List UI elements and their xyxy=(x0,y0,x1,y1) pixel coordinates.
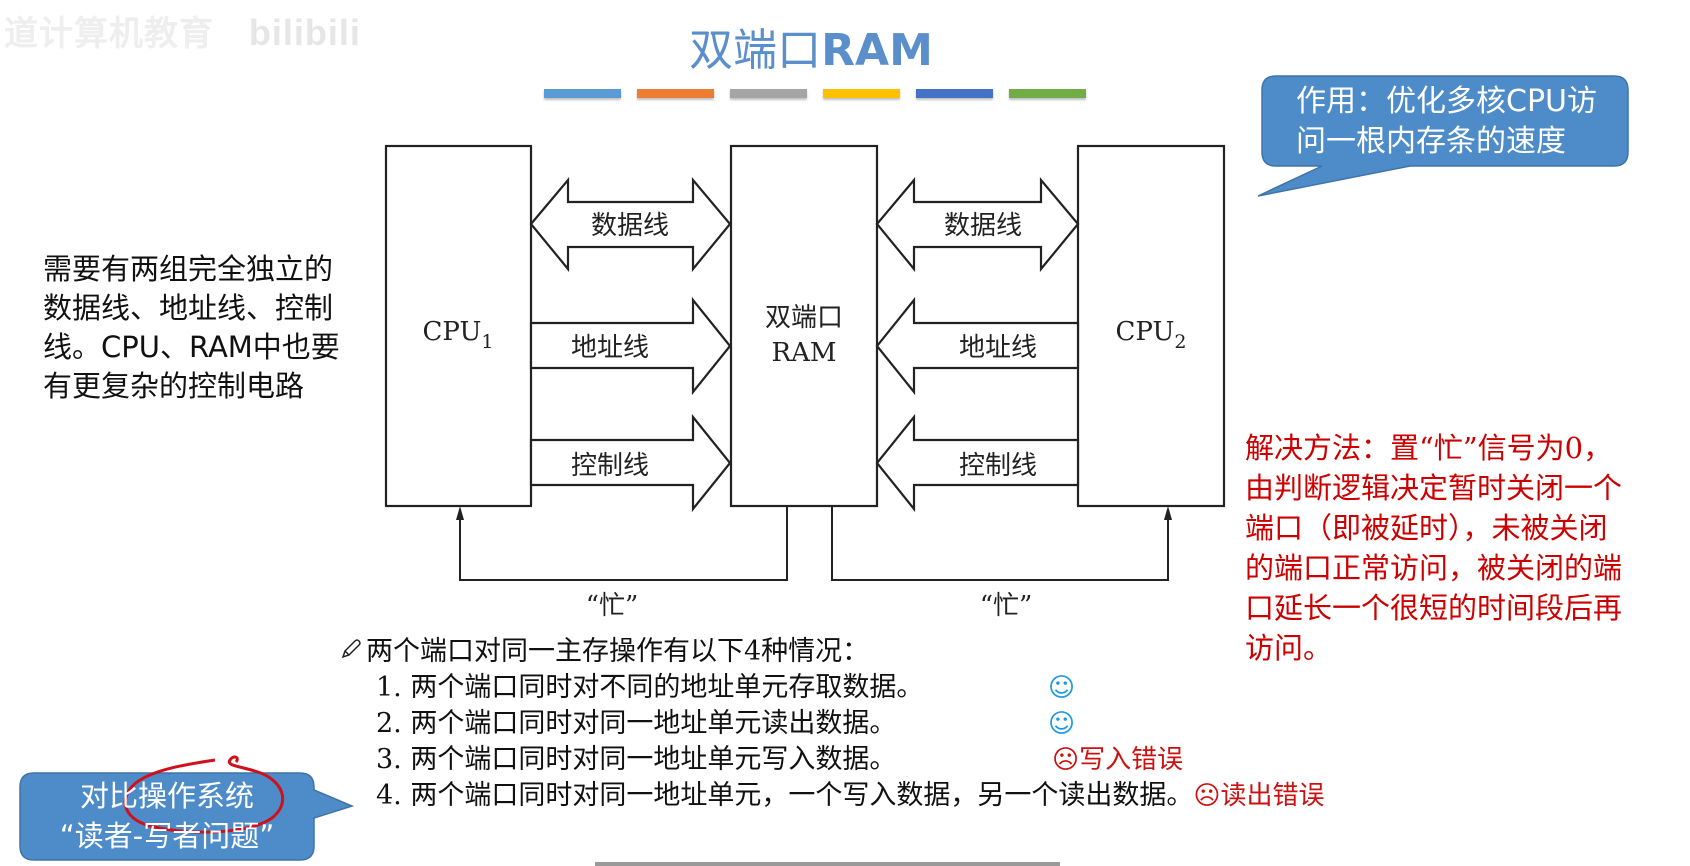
accent-bar xyxy=(730,89,807,98)
right-address-bus-arrow xyxy=(875,296,1080,396)
busy-line-left xyxy=(459,506,788,581)
busy-label-right: “忙” xyxy=(980,591,1033,621)
case-item: 1. 两个端口同时对不同的地址单元存取数据。 ☺ xyxy=(340,670,1324,706)
case-item: 2. 两个端口同时对同一地址单元读出数据。 ☺ xyxy=(340,706,1324,742)
solution-line: 由判断逻辑决定暂时关闭一个 xyxy=(1245,471,1623,505)
watermark: 道计算机教育 bilibili xyxy=(4,6,361,55)
case-item: 4. 两个端口同时对同一地址单元，一个写入数据，另一个读出数据。☹读出错误 xyxy=(340,778,1324,814)
frown-icon: ☹ xyxy=(1052,745,1080,775)
left-address-bus-label: 地址线 xyxy=(571,333,649,363)
top-callout-shape xyxy=(1257,75,1629,197)
ram-box xyxy=(729,144,879,508)
right-address-bus-label: 地址线 xyxy=(959,333,1037,363)
busy-line-right xyxy=(831,506,1169,581)
cpu1-box xyxy=(384,144,533,508)
cpu2-label: CPU2 xyxy=(1116,317,1187,353)
cases-heading-row: 两个端口对同一主存操作有以下4种情况： xyxy=(340,634,1324,670)
accent-bar xyxy=(916,89,993,98)
bottom-callout-line2: “读者-写者问题” xyxy=(59,819,275,853)
solution-line: 的端口正常访问，被关闭的端 xyxy=(1245,551,1623,585)
top-callout-line2: 问一根内存条的速度 xyxy=(1296,124,1566,159)
accent-bar xyxy=(1009,89,1086,98)
case-text: 3. 两个端口同时对同一地址单元写入数据。 xyxy=(376,744,897,775)
cpu1-label: CPU1 xyxy=(423,317,494,353)
left-control-bus-label: 控制线 xyxy=(571,451,649,481)
top-callout: 作用：优化多核CPU访 问一根内存条的速度 xyxy=(1296,82,1597,162)
right-control-bus-arrow xyxy=(875,413,1080,513)
watermark-text: 道计算机教育 xyxy=(4,14,214,54)
frown-icon: ☹ xyxy=(1193,781,1221,811)
solution-line: 端口（即被延时），未被关闭 xyxy=(1245,511,1608,545)
right-data-bus-label: 数据线 xyxy=(944,211,1022,241)
case-item: 3. 两个端口同时对同一地址单元写入数据。 ☹写入错误 xyxy=(340,742,1324,778)
right-control-bus-label: 控制线 xyxy=(959,451,1037,481)
case-text: 1. 两个端口同时对不同的地址单元存取数据。 xyxy=(376,672,924,703)
case-text: 2. 两个端口同时对同一地址单元读出数据。 xyxy=(376,708,897,739)
ram-label-line2: RAM xyxy=(772,338,837,368)
cases-heading: 两个端口对同一主存操作有以下4种情况： xyxy=(366,636,870,667)
bottom-callout: 对比操作系统 “读者-写者问题” xyxy=(20,776,314,856)
left-data-bus-label: 数据线 xyxy=(591,211,669,241)
pencil-icon xyxy=(340,634,366,670)
left-control-bus-arrow xyxy=(529,413,732,513)
red-circle-annotation xyxy=(123,755,285,834)
progress-bar[interactable] xyxy=(595,862,1060,866)
cases-list: 两个端口对同一主存操作有以下4种情况： 1. 两个端口同时对不同的地址单元存取数… xyxy=(340,634,1324,814)
bottom-callout-line1: 对比操作系统 xyxy=(79,779,254,813)
slide-title-cn: 双端口 xyxy=(689,25,822,76)
solution-line: 口延长一个很短的时间段后再 xyxy=(1245,591,1623,625)
solution-line: 访问。 xyxy=(1245,631,1333,665)
bottom-callout-shape xyxy=(19,772,355,861)
ram-label-line1: 双端口 xyxy=(765,303,843,333)
accent-bar xyxy=(823,89,900,98)
smiley-icon: ☺ xyxy=(1048,673,1076,703)
left-address-bus-arrow xyxy=(529,296,732,396)
slide-title: 双端口RAM xyxy=(0,14,1622,78)
accent-bar xyxy=(637,89,714,98)
frown-result: ☹写入错误 xyxy=(1052,742,1183,778)
busy-arrowhead-right xyxy=(1164,506,1172,520)
accent-bar xyxy=(544,89,621,98)
busy-arrowhead-left xyxy=(456,506,464,520)
bilibili-logo: bilibili xyxy=(248,12,361,53)
right-data-bus-arrow xyxy=(875,176,1080,273)
case-result: 写入错误 xyxy=(1079,745,1184,775)
left-note: 需要有两组完全独立的数据线、地址线、控制线。CPU、RAM中也要有更复杂的控制电… xyxy=(43,252,340,403)
frown-result: ☹读出错误 xyxy=(1193,781,1324,811)
case-result: 读出错误 xyxy=(1220,781,1325,811)
smiley-icon: ☺ xyxy=(1048,709,1076,739)
busy-label-left: “忙” xyxy=(586,591,639,621)
slide-title-en: RAM xyxy=(821,25,933,76)
accent-bars xyxy=(544,89,1086,98)
solution-note: 解决方法：置“忙”信号为0， 由判断逻辑决定暂时关闭一个 端口（即被延时），未被… xyxy=(1245,428,1685,668)
top-callout-line1: 作用：优化多核CPU访 xyxy=(1296,84,1597,119)
solution-line: 解决方法：置“忙”信号为0， xyxy=(1245,431,1613,465)
case-text: 4. 两个端口同时对同一地址单元，一个写入数据，另一个读出数据。 xyxy=(376,780,1194,811)
left-data-bus-arrow xyxy=(529,176,732,273)
